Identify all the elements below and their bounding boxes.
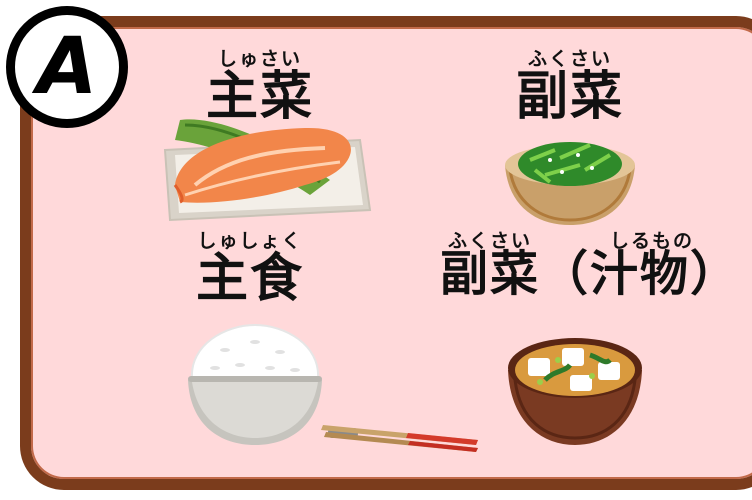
miso-soup-icon — [508, 338, 642, 445]
spinach-bowl-icon — [505, 142, 635, 225]
side-dish-kanji: 副菜 — [515, 67, 624, 127]
staple-label: しゅしょく 主食 — [170, 226, 330, 305]
chopsticks-icon — [321, 425, 478, 452]
staple-kanji: 主食 — [195, 249, 304, 309]
soup-ruby-right: しるもの — [610, 230, 695, 252]
pink-board — [20, 16, 752, 490]
side-dish-ruby: ふくさい — [527, 48, 612, 70]
main-dish-ruby: しゅさい — [217, 48, 302, 70]
main-dish-kanji: 主菜 — [205, 67, 314, 127]
letter-badge: A — [6, 6, 128, 128]
soup-kanji: 副菜（汁物） — [440, 246, 741, 302]
salmon-plate-icon — [163, 119, 372, 222]
badge-letter: A — [36, 22, 98, 112]
soup-ruby-row: ふくさい しるもの — [440, 226, 740, 252]
staple-ruby: しゅしょく — [197, 230, 303, 252]
soup-label: ふくさい しるもの 副菜（汁物） — [440, 226, 740, 298]
rice-bowl-icon — [188, 323, 322, 445]
side-dish-label: ふくさい 副菜 — [500, 44, 640, 123]
main-dish-label: しゅさい 主菜 — [190, 44, 330, 123]
soup-ruby-left: ふくさい — [448, 230, 533, 252]
